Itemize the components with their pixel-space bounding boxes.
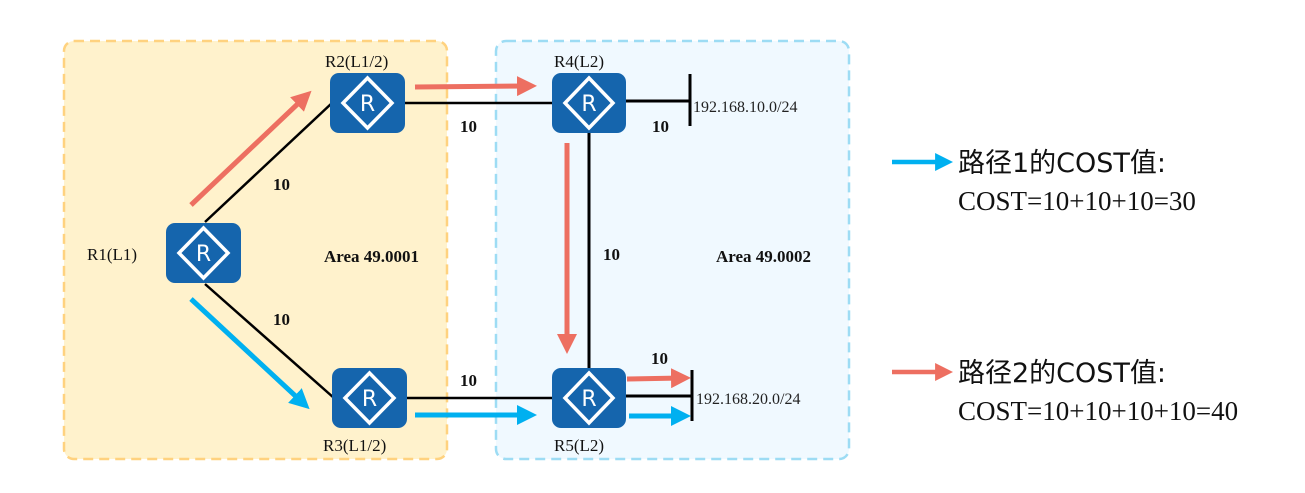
legend-path1: 路径1的COST值: COST=10+10+10=30 [892, 148, 1196, 216]
legend-path2: 路径2的COST值: COST=10+10+10+10=40 [892, 358, 1238, 426]
router-icon [552, 73, 626, 133]
link-r1-r3 [204, 283, 335, 399]
cost-label-r1-r3: 10 [273, 310, 290, 329]
link-r1-r2 [204, 102, 333, 223]
svg-text:R: R [581, 387, 596, 412]
path2-arrow-r2-r4 [414, 76, 537, 97]
router-r2[interactable]: R [330, 73, 405, 133]
router-icon [330, 73, 405, 133]
router-label-r2: R2(L1/2) [325, 52, 388, 71]
cost-label-r3-r5: 10 [460, 371, 477, 390]
router-r3[interactable]: R [332, 368, 407, 428]
router-icon [332, 368, 407, 428]
svg-text:R: R [360, 92, 375, 117]
router-icon [552, 368, 626, 428]
network-label-2: 192.168.20.0/24 [696, 391, 800, 408]
router-label-r1: R1(L1) [87, 245, 137, 264]
path1-arrow-r1-r3 [189, 297, 310, 410]
cost-label-r5-net2: 10 [651, 349, 668, 368]
router-icon [166, 223, 241, 283]
area-49-0002 [494, 39, 851, 461]
router-label-r4: R4(L2) [554, 52, 604, 71]
router-label-r3: R3(L1/2) [323, 436, 386, 455]
cost-label-r4-r5: 10 [603, 245, 620, 264]
cost-label-r2-r4: 10 [460, 117, 477, 136]
legend-path1-title: 路径1的COST值: [958, 148, 1166, 179]
router-label-r5: R5(L2) [554, 436, 604, 455]
path2-arrow-r5-net2 [626, 368, 691, 389]
legend-path2-formula: COST=10+10+10+10=40 [958, 396, 1238, 426]
legend-path1-formula: COST=10+10+10=30 [958, 186, 1196, 216]
router-r4[interactable]: R [552, 73, 626, 133]
path2-arrow-r1-r2 [189, 90, 312, 207]
router-r1[interactable]: R [166, 223, 241, 283]
router-r5[interactable]: R [552, 368, 626, 428]
svg-text:R: R [196, 242, 211, 267]
legend-path2-title: 路径2的COST值: [958, 358, 1166, 389]
cost-label-r1-r2: 10 [273, 175, 290, 194]
area-label-2: Area 49.0002 [716, 247, 811, 266]
svg-text:R: R [362, 387, 377, 412]
cost-label-r4-net1: 10 [652, 117, 669, 136]
svg-text:R: R [581, 92, 596, 117]
area-label-1: Area 49.0001 [324, 247, 419, 266]
network-label-1: 192.168.10.0/24 [693, 99, 797, 116]
area-49-0001 [62, 39, 449, 461]
